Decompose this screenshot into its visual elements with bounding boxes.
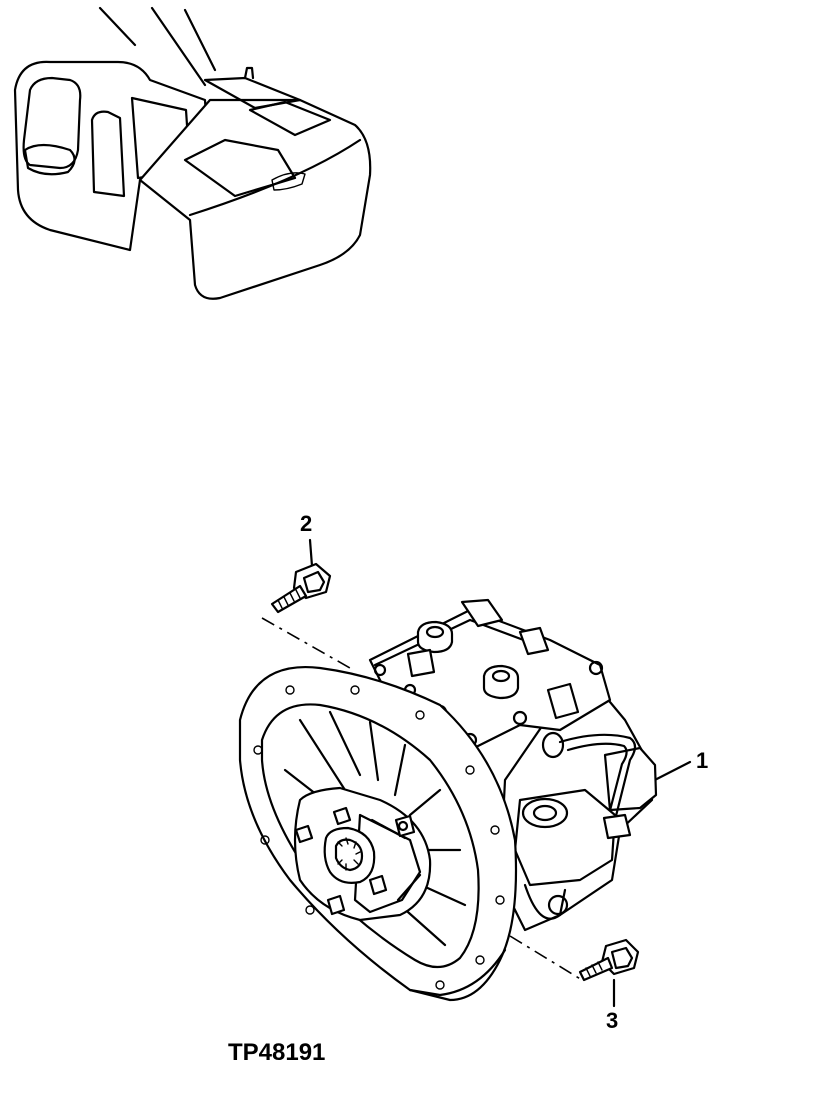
- callout-2-leader: [308, 538, 314, 568]
- lower-cap-screw: [578, 938, 640, 982]
- pump-assembly: [238, 598, 658, 1002]
- lower-assembly-line: [509, 935, 583, 981]
- excavator-location-thumbnail: [13, 6, 372, 300]
- figure-id: TP48191: [228, 1039, 325, 1066]
- callout-2-label: 2: [300, 511, 312, 536]
- upper-cap-screw: [270, 562, 332, 614]
- callout-1-label: 1: [696, 748, 708, 773]
- upper-assembly-line: [261, 617, 351, 669]
- callout-3-label: 3: [606, 1008, 618, 1033]
